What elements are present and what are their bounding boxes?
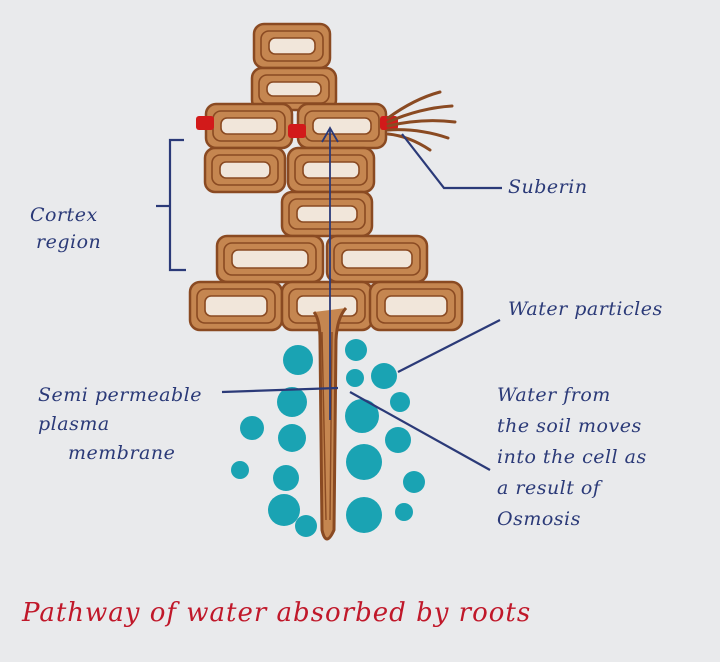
fibre-strand xyxy=(386,119,457,128)
water-particles-label: Water particles xyxy=(508,298,663,320)
water-particle xyxy=(346,444,382,480)
cell-vacuole xyxy=(312,117,372,135)
cell-wall-inner xyxy=(333,242,421,276)
cortex-cell xyxy=(280,190,374,238)
cell-vacuole xyxy=(302,161,360,179)
water-particles xyxy=(231,339,425,537)
water-particle xyxy=(273,465,299,491)
cortex-cell xyxy=(250,66,338,112)
water-particle xyxy=(295,515,317,537)
cortex-cell xyxy=(252,22,332,70)
cell-vacuole xyxy=(219,161,271,179)
cortex-region-label: Cortex region xyxy=(30,202,101,256)
suberin-marks xyxy=(196,116,398,138)
fibre-strand xyxy=(386,104,454,124)
cell-wall-inner xyxy=(376,288,456,324)
water-particle xyxy=(277,387,307,417)
fibre-strand xyxy=(386,132,432,152)
water-particle xyxy=(390,392,410,412)
fibre-strand xyxy=(386,90,442,120)
water-particle xyxy=(268,494,300,526)
cortex-cell xyxy=(286,146,376,194)
diagram-title: Pathway of water absorbed by roots xyxy=(22,598,532,628)
cortex-cell xyxy=(296,102,388,150)
cortex-label-line1: Cortex xyxy=(30,204,98,226)
suberin-mark xyxy=(288,124,306,138)
water-particle xyxy=(278,424,306,452)
cortex-cell xyxy=(188,280,284,332)
water-particle xyxy=(283,345,313,375)
cell-vacuole xyxy=(296,205,358,223)
water-particle xyxy=(346,369,364,387)
water-particle xyxy=(395,503,413,521)
water-particle xyxy=(385,427,411,453)
cell-wall-inner xyxy=(260,30,324,62)
water-particle xyxy=(345,339,367,361)
water-particle xyxy=(346,497,382,533)
cortex-cell xyxy=(203,146,287,194)
osmosis-pointer xyxy=(349,391,491,471)
water-particle xyxy=(403,471,425,493)
membrane-label: Semi permeable plasma membrane xyxy=(38,382,202,467)
osmosis-note-line5: Osmosis xyxy=(497,508,581,530)
cortex-cell xyxy=(368,280,464,332)
root-hair-inner-wall xyxy=(321,331,333,521)
suberin-pointer xyxy=(401,133,502,190)
cortex-cell xyxy=(325,234,429,284)
cortex-cell xyxy=(204,102,294,150)
osmosis-note: Water from the soil moves into the cell … xyxy=(497,382,647,533)
suberin-mark xyxy=(196,116,214,130)
water-flow-arrowhead xyxy=(321,126,339,143)
osmosis-note-line2: the soil moves xyxy=(497,415,642,437)
cell-vacuole xyxy=(231,249,309,269)
membrane-pointer xyxy=(221,386,339,394)
suberin-label: Suberin xyxy=(508,176,588,198)
cortex-cells xyxy=(188,22,464,332)
cell-vacuole xyxy=(220,117,278,135)
membrane-label-line2: plasma xyxy=(38,413,110,435)
cell-vacuole xyxy=(341,249,413,269)
fibre-strand xyxy=(386,128,450,140)
water-particle xyxy=(345,399,379,433)
cortex-label-line2: region xyxy=(36,231,102,253)
cell-vacuole xyxy=(266,81,322,97)
root-hair-extension xyxy=(312,306,348,541)
membrane-label-line3: membrane xyxy=(68,442,176,464)
cell-wall-inner xyxy=(211,154,279,186)
cell-wall-inner xyxy=(288,198,366,230)
cortex-bracket xyxy=(168,138,186,272)
osmosis-note-line1: Water from xyxy=(497,384,611,406)
water-pointer xyxy=(397,319,501,373)
membrane-label-line1: Semi permeable xyxy=(38,384,202,406)
water-particle xyxy=(231,461,249,479)
osmosis-note-line4: a result of xyxy=(497,477,601,499)
cell-vacuole xyxy=(204,295,268,317)
cell-vacuole xyxy=(384,295,448,317)
cell-wall-inner xyxy=(258,74,330,104)
water-particle xyxy=(371,363,397,389)
annotation-lines xyxy=(156,126,502,471)
root-hair xyxy=(312,90,457,541)
cortex-cell xyxy=(215,234,325,284)
cell-vacuole xyxy=(268,37,316,55)
cell-wall-inner xyxy=(294,154,368,186)
water-particle xyxy=(240,416,264,440)
osmosis-note-line3: into the cell as xyxy=(497,446,647,468)
cell-wall-inner xyxy=(196,288,276,324)
cell-wall-inner xyxy=(223,242,317,276)
